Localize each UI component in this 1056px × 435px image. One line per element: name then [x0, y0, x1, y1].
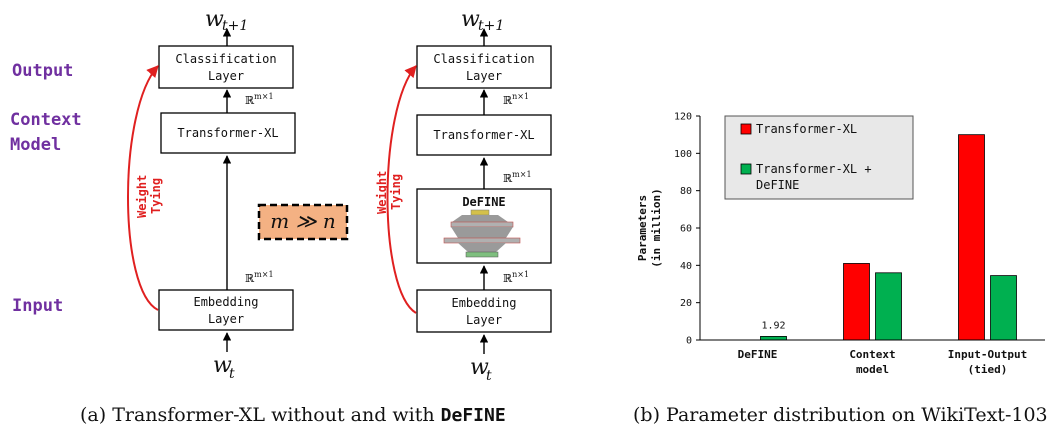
category-label: model [856, 363, 889, 376]
right-dim-top-exponent: n×1 [512, 92, 529, 101]
right-weight-tying-line1: Weight [375, 171, 389, 214]
stage-label-input: Input [12, 296, 63, 316]
right-input-var: w [470, 355, 489, 380]
right-classification-line1: Classification [433, 52, 534, 66]
chart-category-labels: DeFINE Context model Input-Output (tied) [738, 348, 1028, 376]
category-label: Input-Output [948, 348, 1027, 361]
right-weight-tying-line2: Tying [389, 174, 403, 210]
parameter-bar-chart: Parameters (in million) 020406080100120 … [636, 112, 1045, 376]
left-embedding-line1: Embedding [193, 295, 258, 309]
define-architecture-icon [443, 209, 521, 258]
right-weight-tying-arc [386, 65, 417, 314]
right-dim-bottom-exponent: n×1 [512, 270, 529, 279]
category-label: DeFINE [738, 348, 778, 361]
bar-transformer-xl-define-0 [760, 336, 787, 341]
legend-label-transformer-xl: Transformer-XL [756, 122, 857, 136]
right-embedding-line2: Layer [466, 313, 502, 327]
left-input-var: w [213, 353, 232, 378]
right-classification-layer-box [416, 45, 552, 89]
caption-a-define: DeFINE [441, 405, 506, 426]
right-dim-middle-exponent: m×1 [512, 170, 531, 179]
right-output-var: w [461, 7, 480, 32]
right-diagram: w t+1 Classification Layer ℝn×1 Transfor… [375, 7, 552, 384]
category-label: Context [849, 348, 895, 361]
right-embedding-layer-box [416, 289, 552, 333]
caption-a: (a) Transformer-XL without and with DeFI… [80, 404, 506, 426]
y-tick-label: 20 [680, 298, 692, 309]
left-dim-bottom-exponent: m×1 [254, 270, 273, 279]
stage-label-output: Output [12, 61, 73, 81]
category-label: (tied) [968, 363, 1008, 376]
right-dim-middle: ℝm×1 [503, 170, 532, 185]
legend-swatch-transformer-xl [740, 123, 752, 135]
left-output-var: w [205, 7, 224, 32]
y-tick-label: 120 [674, 112, 692, 123]
bar-transformer-xl-1 [843, 263, 870, 341]
left-diagram: w t+1 Classification Layer ℝm×1 Transfor… [127, 7, 296, 382]
left-embedding-layer-box [158, 289, 294, 331]
left-transformer-label: Transformer-XL [177, 126, 278, 140]
y-tick-label: 60 [680, 224, 692, 235]
left-weight-tying-arc [127, 65, 159, 311]
bar-transformer-xl-define-1 [875, 272, 902, 341]
left-dim-top-exponent: m×1 [254, 92, 273, 101]
right-input-subscript: t [486, 368, 492, 384]
chart-ylabel-line1: Parameters [636, 195, 649, 261]
right-dim-bottom: ℝn×1 [503, 270, 529, 285]
define-module-title: DeFINE [462, 195, 505, 209]
stage-label-context: Context [10, 110, 82, 130]
left-embedding-line2: Layer [208, 312, 244, 326]
left-dim-bottom: ℝm×1 [245, 270, 274, 285]
stage-label-model: Model [10, 135, 61, 155]
legend-label-transformer-xl-define-line1: Transformer-XL + [756, 162, 872, 176]
left-classification-line2: Layer [208, 69, 244, 83]
y-tick-label: 0 [686, 336, 692, 347]
left-input-subscript: t [229, 366, 235, 382]
right-dim-top: ℝn×1 [503, 92, 529, 107]
chart-legend-box [724, 115, 914, 200]
right-embedding-line1: Embedding [451, 296, 516, 310]
bar-transformer-xl-2 [958, 134, 985, 341]
bar-transformer-xl-define-2 [990, 275, 1017, 341]
chart-data-labels: 1.92 [761, 320, 785, 331]
legend-swatch-transformer-xl-define [740, 163, 752, 175]
y-tick-label: 80 [680, 186, 692, 197]
m-much-greater-n-label: m ≫ n [270, 209, 336, 233]
y-tick-label: 100 [674, 149, 692, 160]
bar-data-label: 1.92 [761, 320, 785, 331]
left-weight-tying-line2: Tying [149, 178, 163, 214]
left-transformer-box [160, 112, 296, 154]
chart-yticks: 0 20 40 60 80 100 120 [674, 112, 700, 347]
left-dim-top: ℝm×1 [245, 92, 274, 107]
right-transformer-box [416, 114, 552, 156]
right-output-subscript: t+1 [478, 18, 504, 34]
left-output-subscript: t+1 [222, 18, 248, 34]
chart-bars [760, 134, 1017, 341]
chart-ylabel-line2: (in million) [650, 188, 663, 267]
m-much-greater-n-box [257, 203, 349, 241]
y-tick-label: 40 [680, 261, 692, 272]
left-classification-line1: Classification [175, 52, 276, 66]
right-classification-line2: Layer [466, 69, 502, 83]
right-transformer-label: Transformer-XL [433, 128, 534, 142]
left-classification-layer-box [158, 45, 294, 89]
legend-label-transformer-xl-define-line2: DeFINE [756, 178, 799, 192]
caption-b: (b) Parameter distribution on WikiText-1… [633, 404, 1048, 426]
caption-a-text: (a) Transformer-XL without and with [80, 404, 441, 426]
left-weight-tying-line1: Weight [135, 175, 149, 218]
